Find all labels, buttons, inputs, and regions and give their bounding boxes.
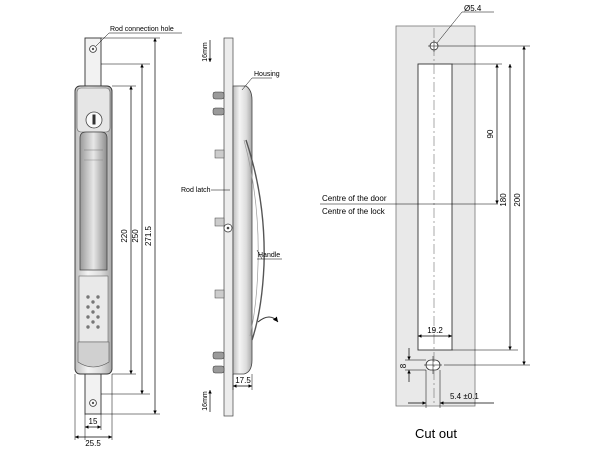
centre-lock-label: Centre of the lock — [322, 207, 386, 216]
rod-connection-hole-label: Rod connection hole — [110, 26, 174, 33]
dim-180: 180 — [499, 193, 508, 207]
front-view: Rod connection hole 220 250 271.5 15 25.… — [74, 26, 182, 448]
rotation-arrow-icon — [257, 316, 279, 323]
dim-16mm-bottom: 16mm — [202, 391, 209, 411]
cutout-slot — [417, 63, 453, 351]
dim-16mm-top: 16mm — [202, 42, 209, 62]
handle-profile — [245, 139, 265, 341]
cutout-view: Ø5.4 90 180 200 Centre of the door Centr… — [320, 4, 530, 441]
rod-plate-bottom — [84, 371, 102, 415]
grip-dots — [86, 295, 100, 329]
dim-15: 15 — [89, 417, 98, 426]
dim-220: 220 — [120, 229, 129, 243]
handle — [79, 131, 108, 271]
centre-door-label: Centre of the door — [322, 194, 387, 203]
dim-25-5: 25.5 — [85, 439, 101, 448]
side-view: 16mm 16mm Housing Rod latch Handle 17.5 — [181, 37, 282, 417]
housing-label: Housing — [254, 71, 280, 78]
housing-profile — [232, 85, 253, 375]
cutout-caption: Cut out — [415, 426, 457, 441]
grip-area — [78, 275, 109, 343]
dim-90: 90 — [486, 129, 495, 138]
hole-diameter-label: Ø5.4 — [464, 4, 482, 13]
dim-8: 8 — [399, 363, 408, 368]
dim-19-2: 19.2 — [427, 326, 443, 335]
dim-250: 250 — [131, 229, 140, 243]
handle-label: Handle — [258, 252, 280, 259]
dim-271-5: 271.5 — [144, 225, 153, 246]
rod-latch-label: Rod latch — [181, 187, 211, 194]
dim-17-5: 17.5 — [235, 376, 251, 385]
dim-200: 200 — [513, 193, 522, 207]
dim-5-4-tol: 5.4 ±0.1 — [450, 392, 479, 401]
